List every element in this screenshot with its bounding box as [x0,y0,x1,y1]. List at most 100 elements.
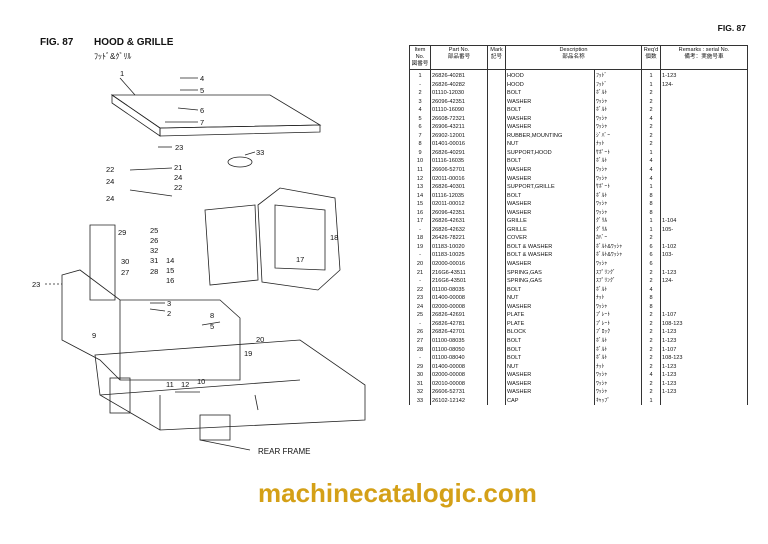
cell-remarks [660,89,748,98]
callout-10: 10 [197,377,205,386]
cap-part [227,156,253,168]
cell-quantity: 2 [641,131,661,141]
cell-part-no: 26902-12001 [430,131,488,141]
cell-description-kana: ﾎﾞﾙﾄ [594,157,642,167]
header-cell: Item No.図番号 [409,45,431,70]
header-part-no: Part No. [448,47,470,53]
cell-mark [487,371,506,380]
cell-remarks: 1-102 [660,242,748,252]
cell-part-no: 01183-10025 [430,251,488,261]
cell-description: SUPPORT,GRILLE [505,183,595,192]
header-cell: Part No.部品番号 [430,45,488,70]
cell-description-kana: ﾜｯｼｬ [594,200,642,209]
cell-mark [487,148,506,158]
cell-part-no: 01110-12030 [430,89,488,98]
cell-part-no: 26826-42701 [430,328,488,337]
cell-description: WASHER [505,371,595,380]
cell-remarks: 1-107 [660,345,748,355]
grille-mesh [274,204,326,271]
cell-description-kana: ｷｬｯﾌﾟ [594,396,642,406]
cell-quantity: 2 [641,234,661,243]
cell-description-kana: ﾅｯﾄ [594,362,642,372]
cell-description-kana: ﾌﾟﾚｰﾄ [594,319,642,329]
cell-description-kana: ﾌｯﾄﾞ [594,80,642,90]
cell-mark [487,294,506,303]
cell-part-no: 26608-72321 [430,114,488,124]
cell-remarks: 1-123 [660,388,748,397]
cell-description: BOLT [505,285,595,295]
cell-item-no: 27 [409,336,431,346]
callout-8: 8 [210,311,214,320]
callout-29: 29 [118,228,126,237]
cell-description-kana: ﾎﾞﾙﾄ [594,345,642,355]
cell-description: WASHER [505,388,595,397]
cell-description: WASHER [505,166,595,175]
cell-description: BOLT [505,191,595,201]
cell-part-no: 01183-10020 [430,242,488,252]
callout-24: 24 [106,177,114,186]
cell-description-kana: ﾌｯﾄﾞ [594,69,642,81]
cell-description-kana: ﾌﾟﾚｰﾄ [594,311,642,320]
cell-mark [487,260,506,269]
cell-part-no: 01100-08050 [430,345,488,355]
cell-mark [487,311,506,320]
cell-quantity: 1 [641,148,661,158]
cell-description-kana: ｸﾞﾘﾙ [594,217,642,226]
cell-part-no: 26102-12142 [430,396,488,406]
cell-remarks: 1-123 [660,328,748,337]
cell-description: BOLT [505,89,595,98]
cell-quantity: 2 [641,345,661,355]
callout-23: 23 [175,143,183,152]
cell-remarks [660,114,748,124]
cell-item-no: 32 [409,388,431,397]
cell-quantity: 2 [641,379,661,389]
cell-item-no: 13 [409,183,431,192]
callout-30: 30 [121,257,129,266]
cell-description-kana: ｻﾎﾟｰﾄ [594,148,642,158]
cell-remarks: 1-104 [660,217,748,226]
cell-remarks: 1-123 [660,379,748,389]
cell-description-kana: ｶﾊﾞｰ [594,234,642,243]
callout-15: 15 [166,266,174,275]
cell-remarks [660,183,748,192]
cell-description: WASHER [505,114,595,124]
cell-remarks: 1-123 [660,362,748,372]
frame-edge [99,379,301,396]
cell-part-no: 01100-08035 [430,336,488,346]
cell-item-no: 4 [409,106,431,115]
grille-support-part [89,224,116,301]
cell-description-kana: ﾎﾞﾙﾄ [594,191,642,201]
header-description-jp: 部品名称 [562,54,585,60]
cell-quantity: 8 [641,208,661,218]
cell-remarks [660,208,748,218]
cell-part-no: 01110-16090 [430,106,488,115]
cell-description-kana: ﾎﾞﾙﾄ [594,285,642,295]
cell-quantity: 1 [641,183,661,192]
cell-description-kana: ｼﾞﾊﾞｰ [594,131,642,141]
cell-quantity: 2 [641,336,661,346]
callout-7: 7 [200,118,204,127]
cell-description-kana: ﾜｯｼｬ [594,174,642,184]
cell-item-no: - [409,80,431,90]
cell-description-kana: ﾎﾞﾙﾄ [594,106,642,115]
cell-part-no: 26826-40301 [430,183,488,192]
callout-12: 12 [181,380,189,389]
cell-mark [487,157,506,167]
cell-part-no: 01116-12035 [430,191,488,201]
callout-31: 31 [150,256,158,265]
callout-19: 19 [244,349,252,358]
hood-front [159,124,321,137]
hood-part [110,94,322,129]
cell-part-no: 26096-42351 [430,97,488,107]
header-remarks: Remarks : serial No. [678,47,730,53]
cell-quantity: 1 [641,217,661,226]
cell-part-no: 26826-42781 [430,319,488,329]
